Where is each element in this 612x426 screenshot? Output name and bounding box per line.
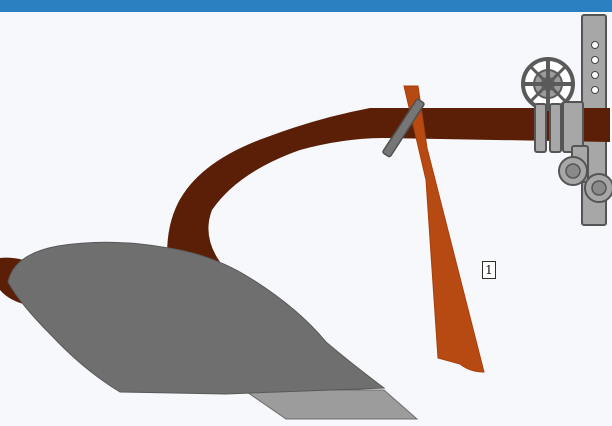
callout-1: 1	[482, 261, 496, 279]
plow-share	[244, 390, 417, 419]
plow-body	[8, 242, 384, 394]
